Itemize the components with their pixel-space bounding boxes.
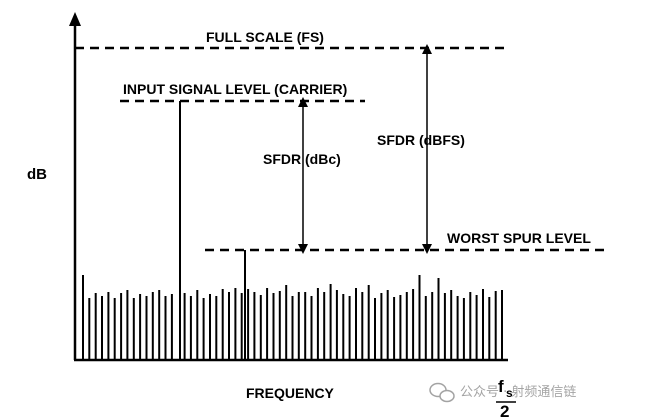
noise-spurs: [82, 275, 503, 360]
worst-spur-label: WORST SPUR LEVEL: [447, 230, 591, 246]
input-signal-label: INPUT SIGNAL LEVEL (CARRIER): [123, 81, 347, 97]
sfdr-dbc-label: SFDR (dBc): [263, 151, 341, 167]
y-axis-label: dB: [27, 166, 47, 183]
fs-subscript: s: [506, 386, 513, 400]
sfdr-dbfs-label: SFDR (dBFS): [377, 132, 465, 148]
fs-denominator: 2: [500, 402, 509, 420]
fs-over-2-label: f s 2: [496, 377, 516, 420]
watermark: 公众号 · 射频通信链: [429, 382, 576, 403]
y-axis-arrow-icon: [69, 12, 81, 26]
wechat-icon: [429, 382, 455, 403]
x-axis-label: FREQUENCY: [246, 385, 335, 401]
full-scale-label: FULL SCALE (FS): [206, 29, 324, 45]
fs-numerator: f: [498, 377, 504, 396]
watermark-text: 公众号 · 射频通信链: [460, 384, 576, 400]
